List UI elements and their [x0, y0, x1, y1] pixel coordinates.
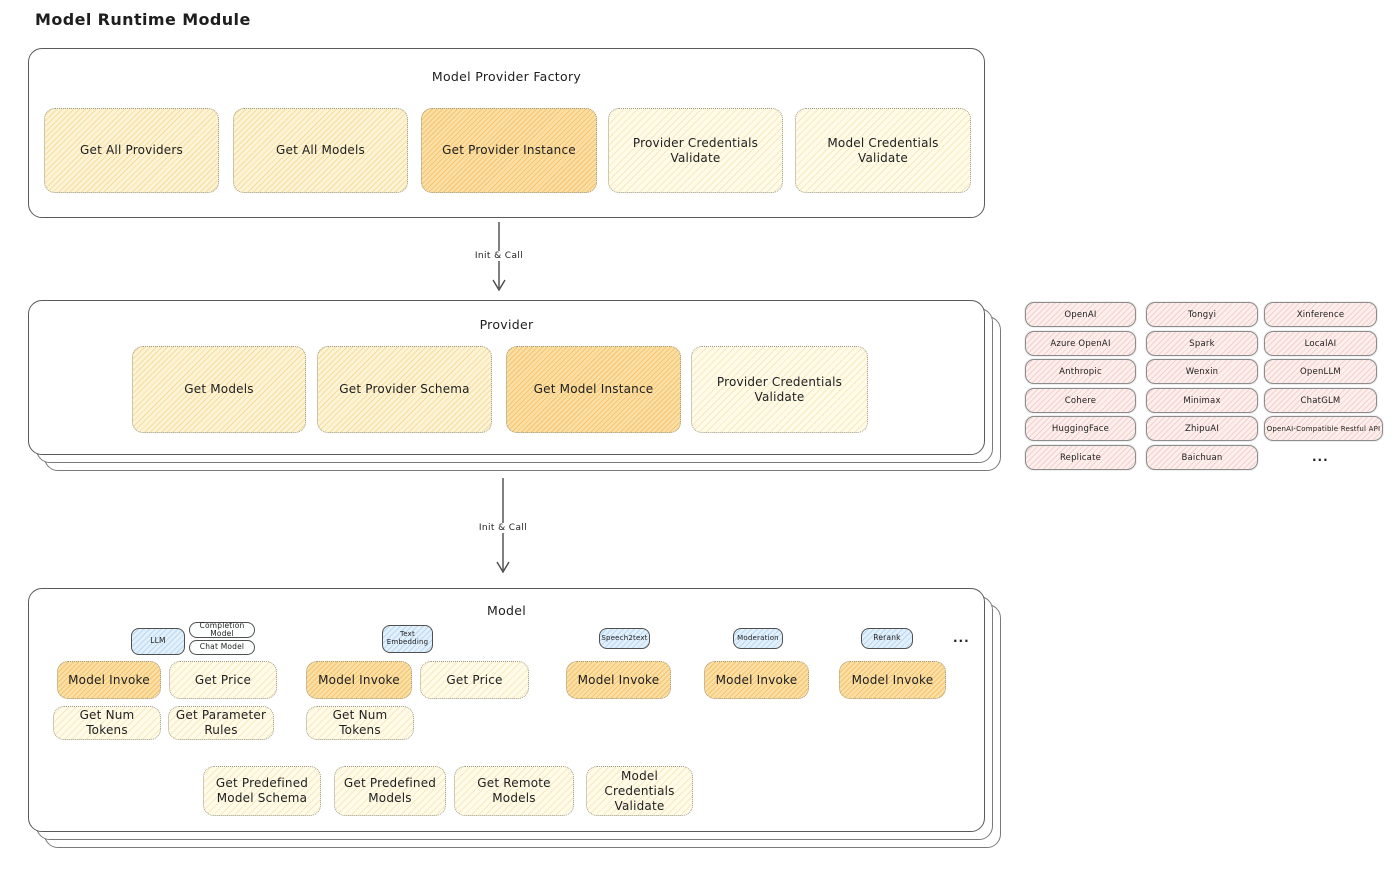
provider-pill-wenxin: Wenxin	[1146, 359, 1258, 384]
provider-pill-openllm: OpenLLM	[1264, 359, 1377, 384]
node-rerank-model-invoke: Model Invoke	[839, 661, 946, 699]
node-model-credentials-validate-model: Model Credentials Validate	[586, 766, 693, 816]
model-container: Model LLM Completion Model Chat Model Te…	[28, 588, 985, 832]
tab-speech2text: Speech2text	[599, 628, 650, 649]
node-get-provider-schema: Get Provider Schema	[317, 346, 492, 433]
tab-text-embedding: Text Embedding	[382, 625, 433, 653]
node-model-credentials-validate-factory: Model Credentials Validate	[795, 108, 971, 193]
provider-pill-huggingface: HuggingFace	[1025, 416, 1136, 441]
provider-container: Provider Get Models Get Provider Schema …	[28, 300, 985, 455]
factory-title: Model Provider Factory	[431, 69, 582, 84]
tab-rerank: Rerank	[861, 628, 913, 649]
tab-completion-model: Completion Model	[189, 621, 255, 638]
node-get-provider-instance: Get Provider Instance	[421, 108, 597, 193]
provider-pill-localai: LocalAI	[1264, 331, 1377, 356]
tab-moderation: Moderation	[733, 628, 783, 649]
provider-pill-openai: OpenAI	[1025, 302, 1136, 327]
tab-llm: LLM	[131, 628, 185, 655]
node-provider-credentials-validate-factory: Provider Credentials Validate	[608, 108, 783, 193]
provider-pill-azure-openai: Azure OpenAI	[1025, 331, 1136, 356]
provider-pill-zhipuai: ZhipuAI	[1146, 416, 1258, 441]
node-get-predefined-models: Get Predefined Models	[334, 766, 446, 816]
node-get-model-instance: Get Model Instance	[506, 346, 681, 433]
node-te-get-price: Get Price	[420, 661, 529, 699]
provider-pill-xinference: Xinference	[1264, 302, 1377, 327]
provider-pill-minimax: Minimax	[1146, 388, 1258, 413]
provider-title: Provider	[479, 317, 534, 332]
node-llm-get-parameter-rules: Get Parameter Rules	[168, 706, 274, 740]
node-provider-credentials-validate-provider: Provider Credentials Validate	[691, 346, 868, 433]
provider-pill-replicate: Replicate	[1025, 445, 1136, 470]
provider-pill-chatglm: ChatGLM	[1264, 388, 1377, 413]
node-llm-get-num-tokens: Get Num Tokens	[53, 706, 161, 740]
node-get-models: Get Models	[132, 346, 306, 433]
node-get-all-models: Get All Models	[233, 108, 408, 193]
node-llm-get-price: Get Price	[169, 661, 277, 699]
factory-container: Model Provider Factory Get All Providers…	[28, 48, 985, 218]
arrow-label-init-call-1: Init & Call	[468, 251, 530, 261]
provider-pill-tongyi: Tongyi	[1146, 302, 1258, 327]
model-title: Model	[486, 603, 527, 618]
node-get-predefined-model-schema: Get Predefined Model Schema	[203, 766, 321, 816]
provider-pill-openai-compatible: OpenAI-Compatible Restful API	[1264, 416, 1383, 441]
node-get-all-providers: Get All Providers	[44, 108, 219, 193]
page-title: Model Runtime Module	[35, 10, 251, 29]
node-moderation-model-invoke: Model Invoke	[704, 661, 809, 699]
node-llm-model-invoke: Model Invoke	[57, 661, 161, 699]
provider-pill-cohere: Cohere	[1025, 388, 1136, 413]
node-get-remote-models: Get Remote Models	[454, 766, 574, 816]
provider-pill-baichuan: Baichuan	[1146, 445, 1258, 470]
provider-pill-spark: Spark	[1146, 331, 1258, 356]
model-tabs-ellipsis: ...	[953, 631, 970, 645]
tab-chat-model: Chat Model	[189, 640, 255, 655]
node-s2t-model-invoke: Model Invoke	[566, 661, 671, 699]
provider-list-ellipsis: ...	[1312, 450, 1329, 464]
provider-pill-anthropic: Anthropic	[1025, 359, 1136, 384]
node-te-model-invoke: Model Invoke	[306, 661, 412, 699]
node-te-get-num-tokens: Get Num Tokens	[306, 706, 414, 740]
arrow-label-init-call-2: Init & Call	[472, 523, 534, 533]
